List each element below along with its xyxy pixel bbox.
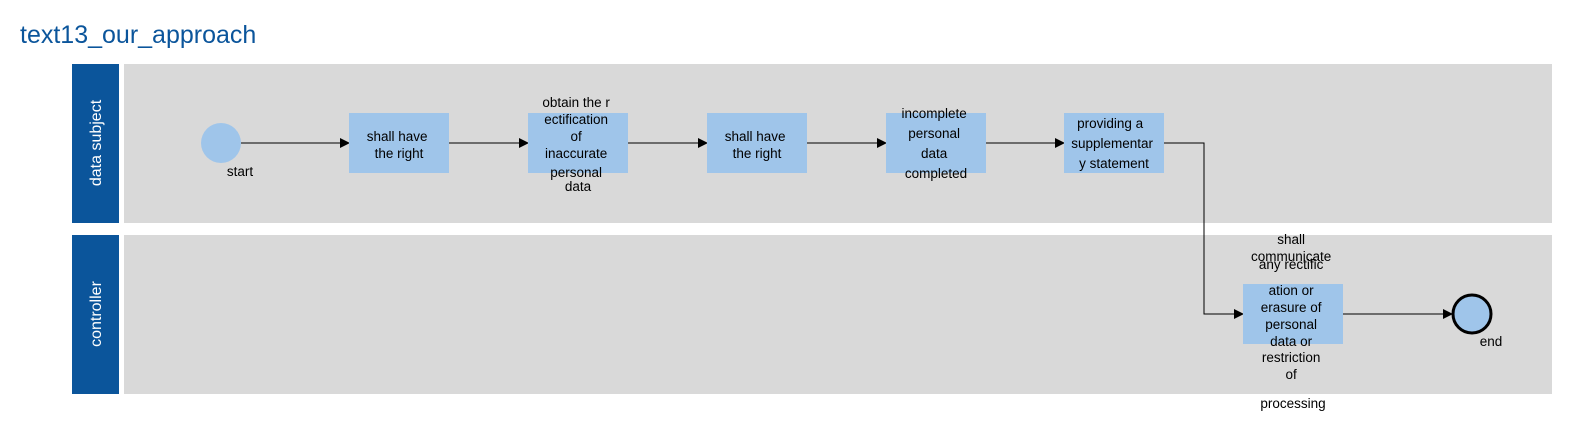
task-label-line: personal: [1265, 317, 1317, 332]
flow-task5-to-task6: [1164, 142, 1244, 319]
start-event-circle: [201, 123, 241, 163]
task-label-line: completed: [905, 166, 967, 181]
task-label-line: personal: [550, 165, 602, 180]
task-label-line: data: [565, 179, 592, 194]
task-providing-supplementary-statement[interactable]: providing a supplementar y statement: [1064, 113, 1164, 173]
task-label: obtain the r ectification of inaccurate …: [542, 95, 613, 194]
task-label-line: restriction: [1262, 350, 1321, 365]
task-label-line: data: [921, 146, 948, 161]
task-box: [1243, 284, 1343, 344]
task-label-line: providing a: [1077, 116, 1144, 131]
end-event-circle: [1451, 293, 1493, 335]
task-label-line: the right: [375, 146, 424, 161]
task-label: shall communicate any rectific ation or …: [1251, 232, 1335, 411]
task-label-line: communicate: [1251, 249, 1331, 264]
task-label-line: incomplete: [901, 106, 966, 121]
task-shall-communicate[interactable]: shall communicate any rectific ation or …: [1243, 232, 1343, 411]
lane-label-controller: controller: [88, 280, 105, 346]
task-label-line: the right: [733, 146, 782, 161]
task-label-line: obtain the r: [542, 95, 610, 110]
lane-header-controller: [72, 235, 119, 394]
sequence-flows: [241, 138, 1453, 319]
task-shall-have-the-right-1[interactable]: shall have the right: [349, 113, 449, 173]
lane-header-data-subject: [72, 64, 119, 223]
end-event[interactable]: end: [1451, 293, 1503, 349]
task-label-line: any rectific: [1259, 257, 1324, 272]
task-label-line: shall have: [725, 129, 786, 144]
task-box: [707, 113, 807, 173]
task-label-line: ation or: [1269, 283, 1315, 298]
task-label-line: personal: [908, 126, 960, 141]
task-label: shall have the right: [725, 129, 790, 161]
task-incomplete-data-completed[interactable]: incomplete personal data completed: [886, 106, 986, 181]
task-shall-have-the-right-2[interactable]: shall have the right: [707, 113, 807, 173]
task-label-line: inaccurate: [545, 146, 607, 161]
task-box: [886, 113, 986, 173]
end-event-label: end: [1480, 334, 1503, 349]
task-label-line: processing: [1260, 396, 1325, 411]
task-label-line: ectification: [544, 112, 608, 127]
task-label-line: y statement: [1079, 156, 1149, 171]
task-label-line: supplementar: [1071, 136, 1153, 151]
task-box: [1064, 113, 1164, 173]
task-label-line: shall: [1277, 232, 1305, 247]
task-label: providing a supplementar y statement: [1071, 116, 1157, 171]
task-box: [528, 113, 628, 173]
start-event-label: start: [227, 164, 254, 179]
task-label-line: data or: [1270, 334, 1313, 349]
lane-label-data-subject: data subject: [88, 99, 105, 186]
task-label-line: shall have: [367, 129, 428, 144]
task-label-line: of: [570, 129, 582, 144]
task-label-line: of: [1285, 367, 1297, 382]
task-label-line: erasure of: [1261, 300, 1322, 315]
task-label: shall have the right: [367, 129, 432, 161]
task-label: incomplete personal data completed: [901, 106, 970, 181]
start-event[interactable]: start: [201, 123, 253, 179]
task-obtain-rectification[interactable]: obtain the r ectification of inaccurate …: [528, 95, 628, 194]
diagram-title: text13_our_approach: [20, 21, 256, 49]
task-box: [349, 113, 449, 173]
